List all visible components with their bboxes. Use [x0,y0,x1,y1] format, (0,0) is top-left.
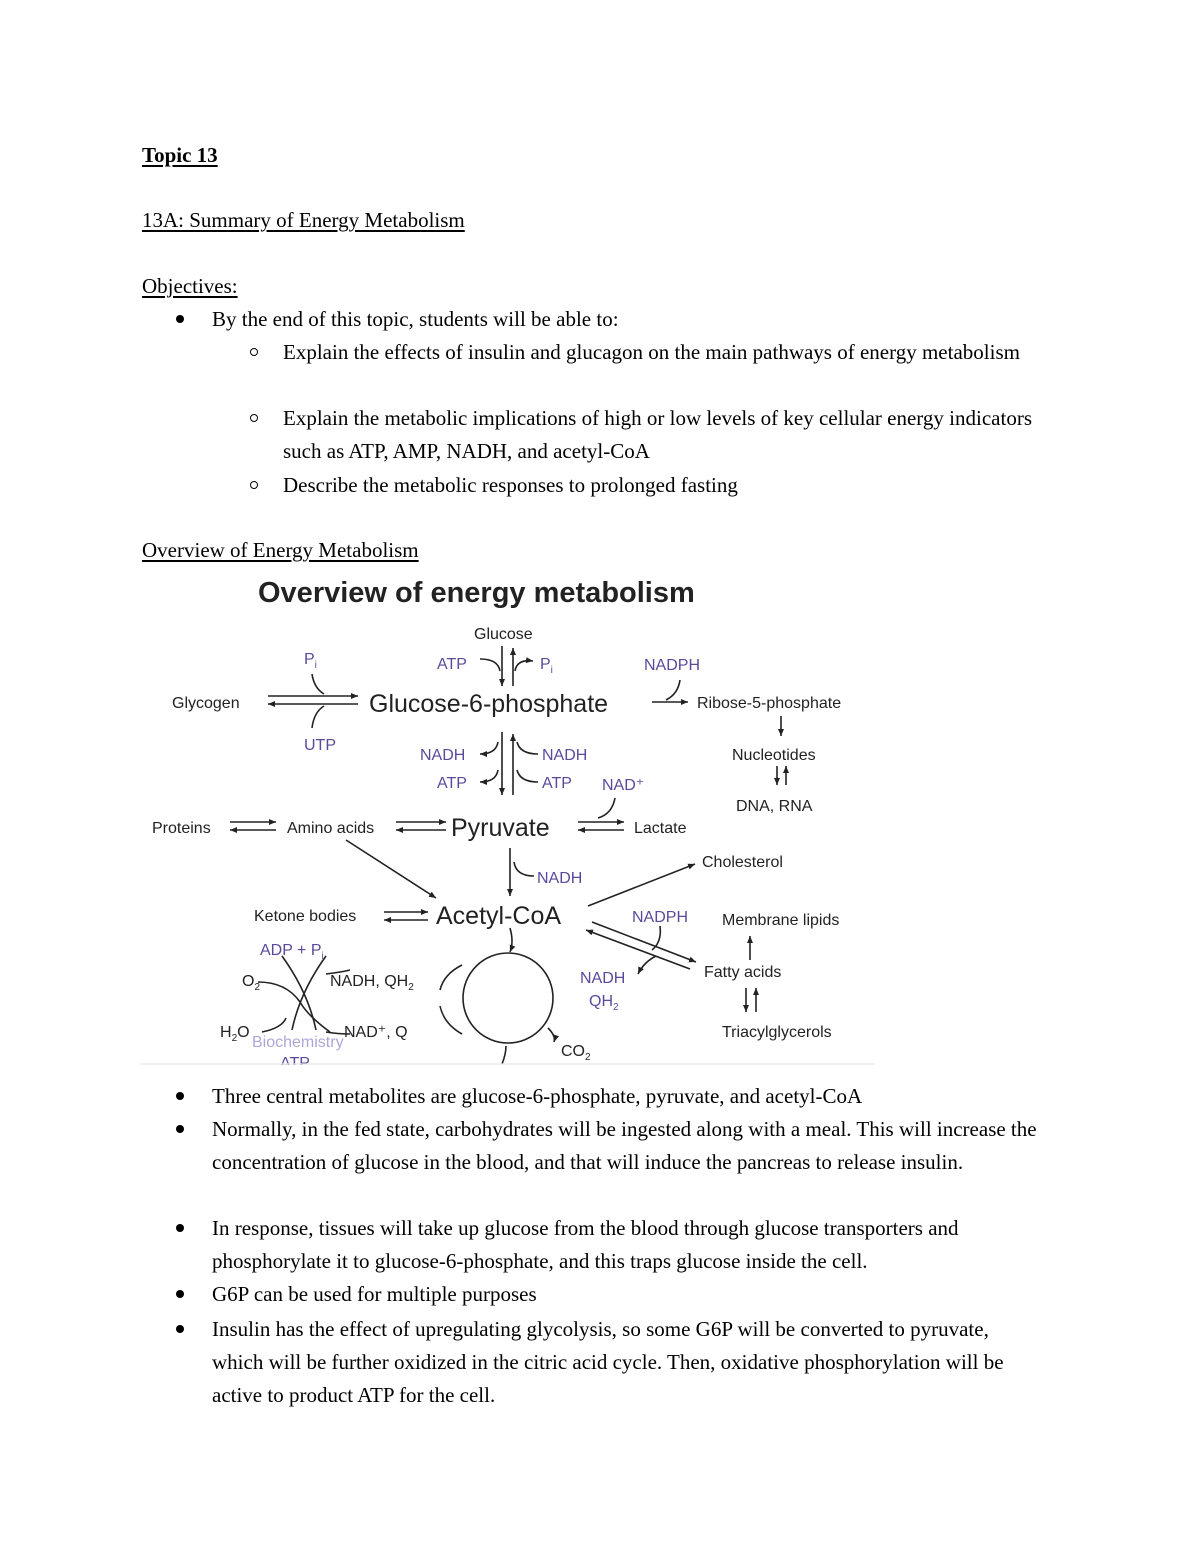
label-glycogen: Glycogen [172,695,240,712]
oxphos-curve-right [291,955,327,1031]
label-nadph-top: NADPH [644,657,700,674]
nadph-fa-curve [651,925,662,951]
objectives-lead: By the end of this topic, students will … [212,307,619,331]
label-pi-glycogen: Pi [304,651,317,671]
nadh-path [325,969,351,975]
arrow-acetylcoa-cycle [509,927,516,953]
arrow-aa-acetylcoa [345,839,437,899]
arrow-fattyacids-acetylcoa [585,929,691,970]
atp-right-branch [516,769,539,783]
diagram-title: Overview of energy metabolism [258,577,695,609]
bullet-dot [176,1125,184,1133]
bullet-item: Normally, in the fed state, carbohydrate… [212,1117,1037,1174]
topic-title: Topic 13 [142,143,218,167]
label-ketone-bodies: Ketone bodies [254,908,356,925]
atp-left-branch [479,769,499,785]
h2o-path [261,1017,287,1033]
objective-item: Describe the metabolic responses to prol… [283,473,738,497]
section-subtitle: 13A: Summary of Energy Metabolism [142,208,465,232]
energy-metabolism-diagram: Overview of energy metabolism [140,577,875,1070]
bullet-item: Three central metabolites are glucose-6-… [212,1084,863,1108]
objective-item: Explain the effects of insulin and gluca… [283,340,1020,364]
nadh-left-branch [479,741,499,757]
sub-bullet-circle [250,414,258,422]
label-amino-acids: Amino acids [287,820,374,837]
label-nad-q: NAD⁺, Q [344,1024,408,1041]
overview-heading: Overview of Energy Metabolism [142,538,419,562]
bullet-dot [176,1325,184,1333]
label-nadh-fa: NADH [580,970,625,987]
label-nadph-fa: NADPH [632,909,688,926]
label-atp-left: ATP [437,775,467,792]
label-pyruvate: Pyruvate [451,814,550,842]
bullet-item: G6P can be used for multiple purposes [212,1282,537,1306]
bullet-dot [176,1290,184,1298]
label-atp-bottom: ATP [280,1055,310,1070]
watermark-text: Biochemistry [252,1034,344,1051]
bullet-dot [176,1224,184,1232]
label-nad-plus: NAD⁺ [602,777,644,794]
utp-curve [311,705,325,729]
bullet-item: In response, tissues will take up glucos… [212,1216,959,1273]
label-nucleotides: Nucleotides [732,747,816,764]
label-proteins: Proteins [152,820,211,837]
nad-path [325,1031,351,1035]
nadh-pdh-branch [513,861,535,877]
arrow-co2 [547,1027,560,1043]
label-co2: CO2 [561,1043,591,1063]
sub-bullet-circle [250,481,258,489]
label-nadh-pdh: NADH [537,870,582,887]
label-cholesterol: Cholesterol [702,854,783,871]
objective-item: Explain the metabolic implications of hi… [283,406,1032,463]
citric-acid-cycle-circle [462,952,554,1044]
pi-branch [514,657,534,672]
label-dna-rna: DNA, RNA [736,798,813,815]
atp-branch [479,658,501,672]
nadph-curve [665,679,681,701]
label-nadh-qh2: NADH, QH2 [330,973,414,993]
oxphos-curve-left [281,955,317,1031]
label-glucose: Glucose [474,626,533,643]
arrow-acetylcoa-cholesterol [587,863,696,907]
label-lactate: Lactate [634,820,687,837]
pi-curve [311,673,325,695]
label-atp: ATP [437,656,467,673]
o2-path [257,981,331,1033]
label-atp-right: ATP [542,775,572,792]
cycle-bottom-curve [501,1045,507,1065]
label-o2: O2 [242,973,260,993]
label-r5p: Ribose-5-phosphate [697,695,841,712]
bullet-dot [176,1092,184,1100]
label-g6p: Glucose-6-phosphate [369,690,608,718]
objectives-label: Objectives: [142,274,238,298]
label-nadh-right: NADH [542,747,587,764]
nadh-qh2-fa-curve [637,955,657,975]
label-triacylglycerols: Triacylglycerols [722,1024,832,1041]
label-utp: UTP [304,737,336,754]
label-acetyl-coa: Acetyl-CoA [436,902,561,930]
bullet-dot [176,315,184,323]
bullet-item: Insulin has the effect of upregulating g… [212,1317,1004,1407]
sub-bullet-circle [250,348,258,356]
nadh-right-branch [516,741,539,755]
label-membrane-lipids: Membrane lipids [722,912,839,929]
label-nadh-left: NADH [420,747,465,764]
cycle-left-curve [439,964,463,1035]
label-adp-pi: ADP + Pi [260,942,324,962]
label-fatty-acids: Fatty acids [704,964,781,981]
arrow-acetylcoa-fattyacids [591,921,697,963]
nad-curve [597,797,616,819]
label-qh2-fa: QH2 [589,993,619,1013]
label-h2o: H2O [220,1024,250,1044]
label-pi: Pi [540,656,553,676]
